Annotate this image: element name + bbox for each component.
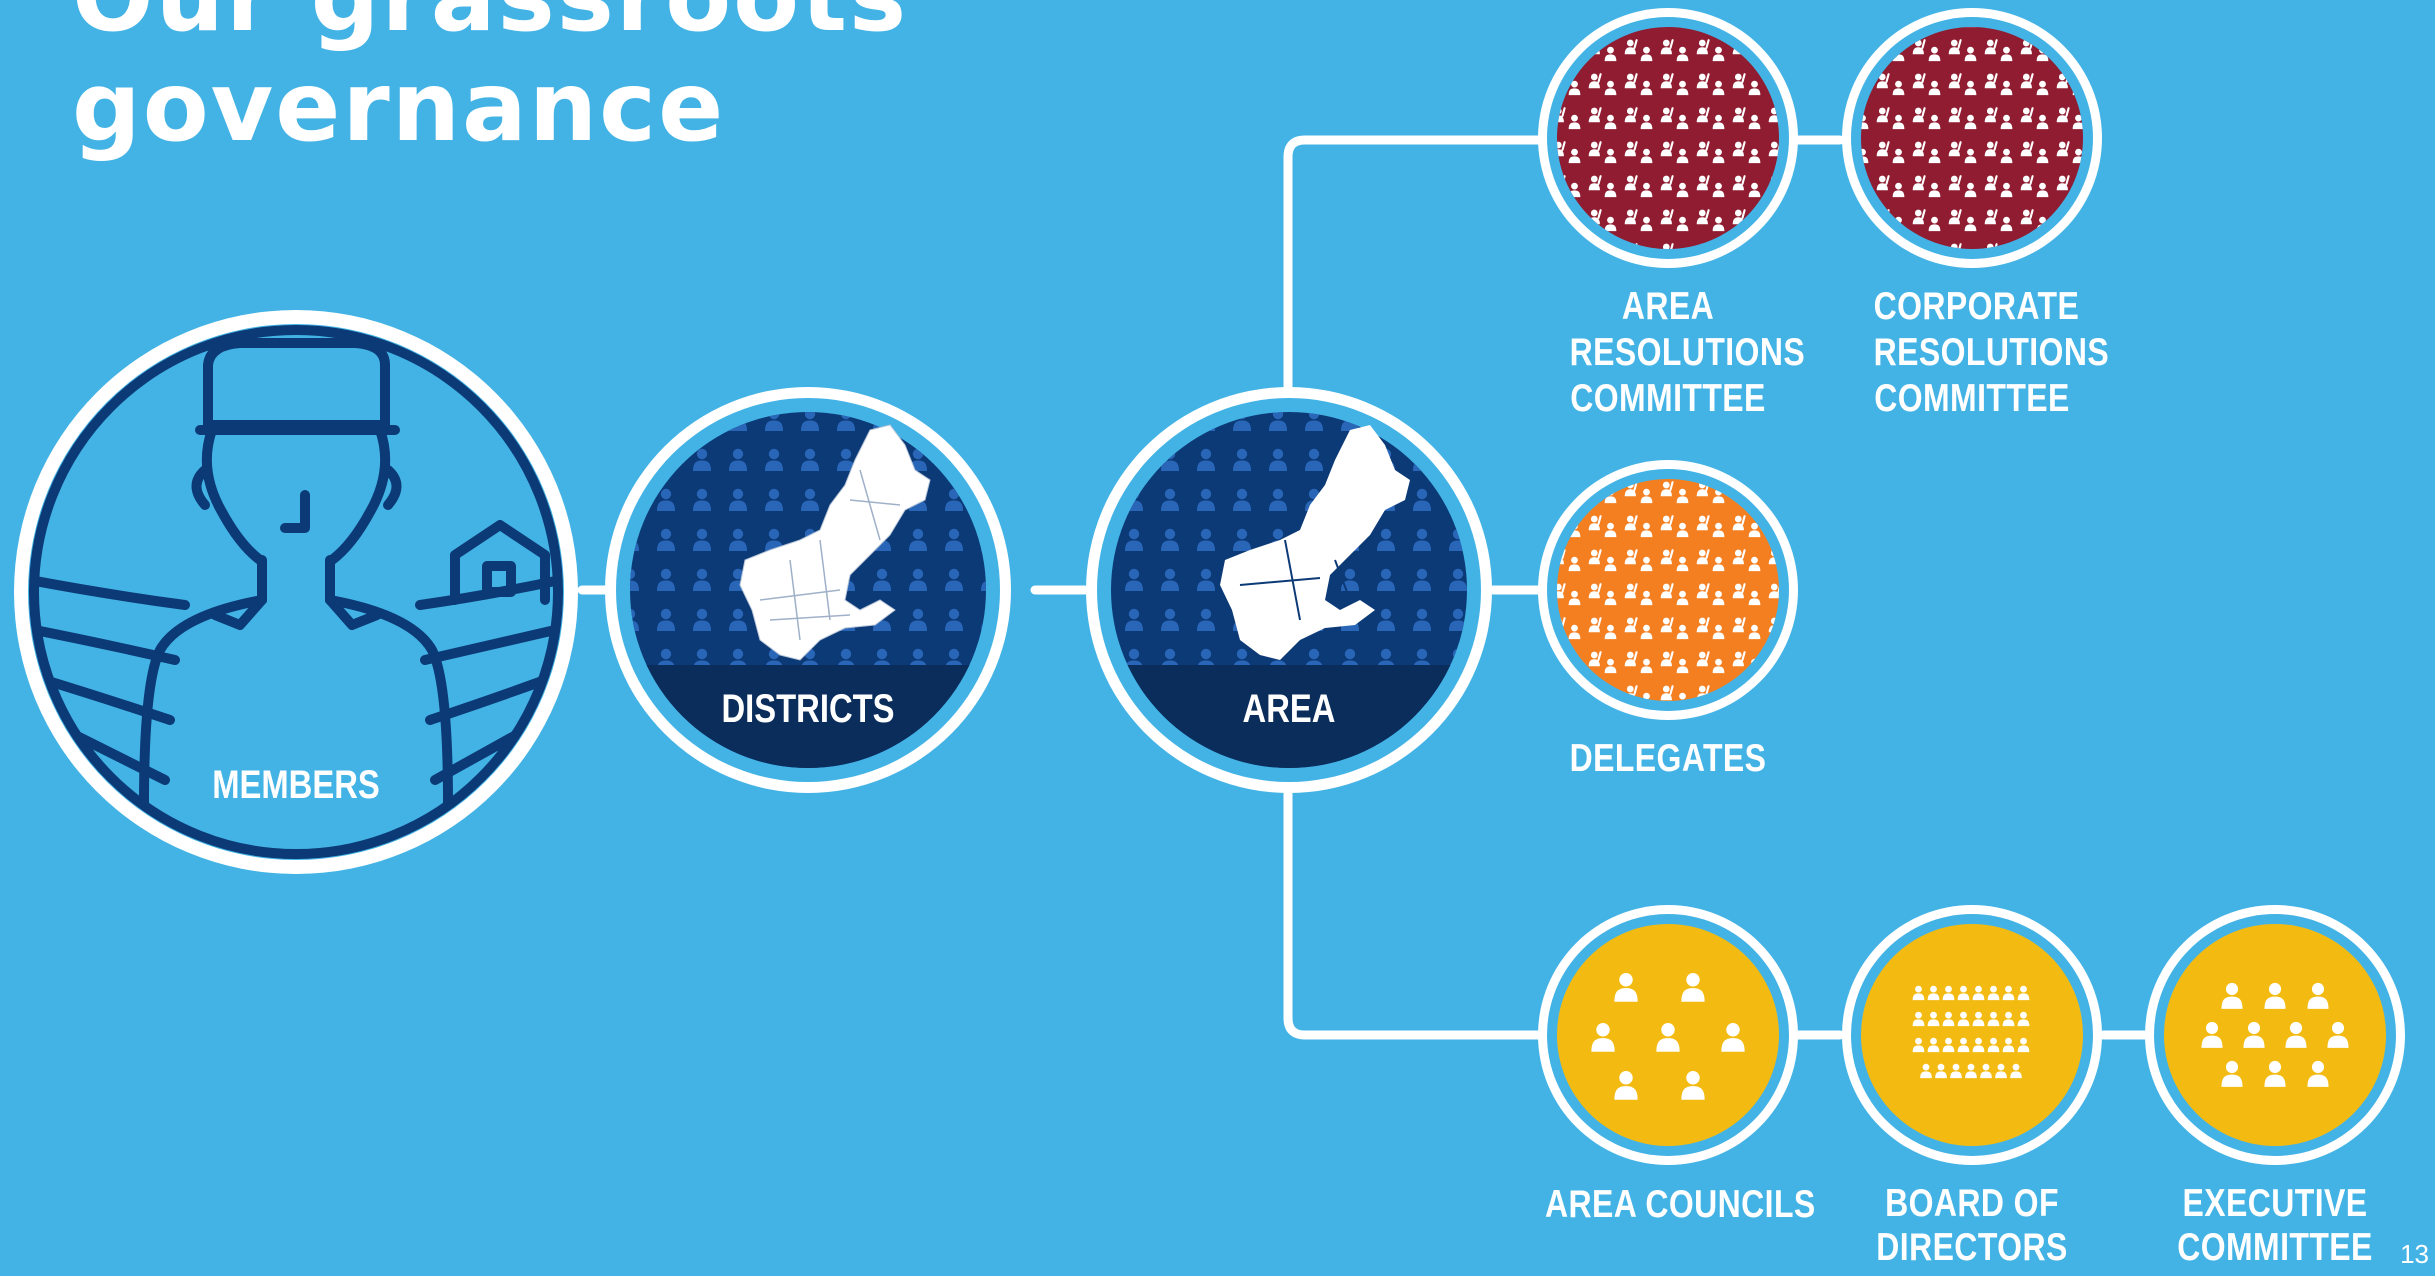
area-node: AREA — [1086, 387, 1492, 793]
slide-title: Our grassroots governance — [72, 0, 908, 162]
label-line: RESOLUTIONS — [1569, 331, 1806, 374]
label-line: BOARD OF — [1885, 1182, 2059, 1225]
people-grid-icon — [1557, 27, 1779, 249]
label-line: DELEGATES — [1569, 737, 1767, 780]
farmer-icon — [34, 338, 558, 854]
slide-title-line-2: governance — [72, 51, 726, 163]
board-of-directors-label: BOARD OF DIRECTORS — [1874, 1182, 2071, 1270]
area-map-icon — [1220, 425, 1410, 660]
label-line: COMMITTEE — [1570, 377, 1766, 420]
label-line: COMMITTEE — [2177, 1226, 2373, 1269]
members-node: MEMBERS — [14, 310, 578, 874]
label-line: AREA COUNCILS — [1545, 1183, 1816, 1226]
connector-lines — [577, 135, 2150, 1040]
label-line: AREA — [1621, 285, 1715, 328]
delegates-node — [1538, 460, 1798, 720]
corporate-resolutions-label: CORPORATE RESOLUTIONS COMMITTEE — [1873, 284, 2110, 422]
district-map-icon — [739, 424, 931, 661]
label-line: RESOLUTIONS — [1873, 331, 2110, 374]
delegates-label: DELEGATES — [1570, 736, 1767, 782]
label-line: CORPORATE — [1873, 285, 2080, 328]
area-resolutions-node — [1538, 8, 1798, 268]
executive-committee-label: EXECUTIVE COMMITTEE — [2177, 1182, 2374, 1270]
label-line: EXECUTIVE — [2182, 1182, 2368, 1225]
people-grid-icon — [1861, 27, 2083, 249]
area-label: AREA — [1243, 686, 1336, 731]
label-line: COMMITTEE — [1874, 377, 2070, 420]
area-councils-node — [1538, 905, 1798, 1165]
board-of-directors-node — [1842, 905, 2102, 1165]
districts-label: DISTRICTS — [721, 686, 894, 731]
executive-committee-node — [2145, 905, 2405, 1165]
page-number: 13 — [2400, 1239, 2429, 1269]
people-grid-icon — [1557, 479, 1779, 701]
area-councils-label: AREA COUNCILS — [1545, 1182, 1816, 1228]
slide-title-line-1: Our grassroots — [72, 0, 908, 52]
corporate-resolutions-node — [1842, 8, 2102, 268]
label-line: DIRECTORS — [1876, 1226, 2068, 1269]
area-resolutions-label: AREA RESOLUTIONS COMMITTEE — [1569, 284, 1806, 422]
members-label: MEMBERS — [212, 762, 380, 807]
districts-node: DISTRICTS — [605, 387, 1011, 793]
